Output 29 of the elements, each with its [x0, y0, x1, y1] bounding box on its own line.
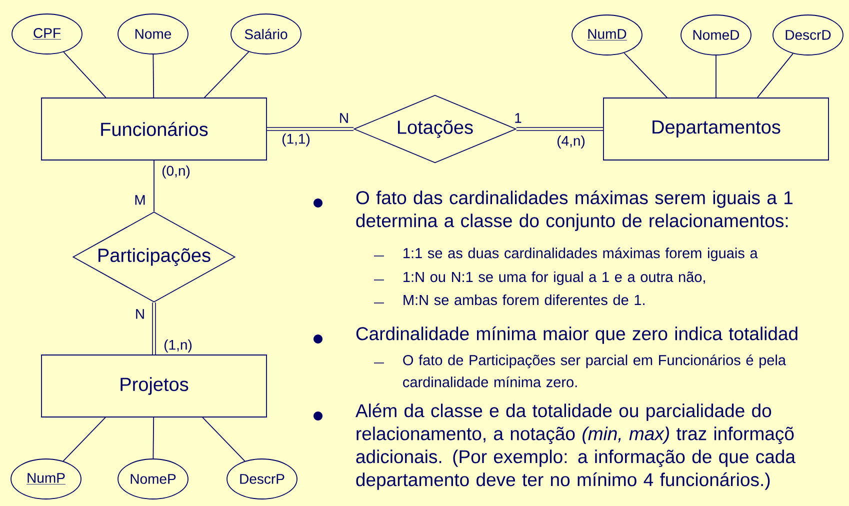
cardinality-label: N [340, 113, 348, 123]
connector-line [204, 51, 250, 98]
cardinality-label: (1,n) [164, 339, 192, 353]
sub-bullet-text: M:N se ambas forem diferentes de 1. [404, 294, 644, 306]
connector-line [202, 417, 246, 462]
connector-line [63, 52, 106, 98]
connector-line [152, 417, 154, 459]
cardinality-label: (0,n) [162, 165, 190, 179]
connector-line [62, 417, 106, 462]
entity-box: Funcionários [41, 98, 267, 160]
bullet-text: Cardinalidade mínima maior que zero indica totalidad [356, 326, 798, 344]
cardinality-label: (1,1) [282, 133, 310, 147]
cardinality-label: (4,n) [557, 135, 585, 149]
connector-line [624, 52, 668, 98]
connector-line [516, 127, 604, 131]
sub-bullet-text: 1:1 se as duas cardinalidades máximas forem iguais a [404, 247, 758, 262]
sub-bullet-text: 1:N ou N:1 se uma for igual a 1 e a outra não, [404, 271, 705, 285]
connector-line [756, 53, 794, 98]
entity-box: Departamentos [603, 98, 829, 160]
cardinality-label: 1 [515, 113, 522, 123]
connector-line [266, 127, 354, 131]
cardinality-label: M [135, 195, 145, 205]
connector-line [152, 54, 154, 98]
cardinality-label: N [136, 309, 144, 319]
bullet-text: Além da classe e da totalidade ou parcialidade do relacionamento, a notação (min, max) traz informaçõ adicionais. (Por exemplo: a informação de que cada departamento deve ter no mínimo 4 funcionários.) [356, 403, 796, 490]
connector-line [152, 302, 156, 355]
bullet-text: O fato das cardinalidades máximas serem iguais a 1 determina a classe do conjunto de relacionamentos: [356, 190, 792, 231]
entity-box: Projetos [41, 354, 267, 418]
sub-bullet-text: O fato de Participações ser parcial em Funcionários é pela cardinalidade mínima zero. [403, 354, 786, 388]
